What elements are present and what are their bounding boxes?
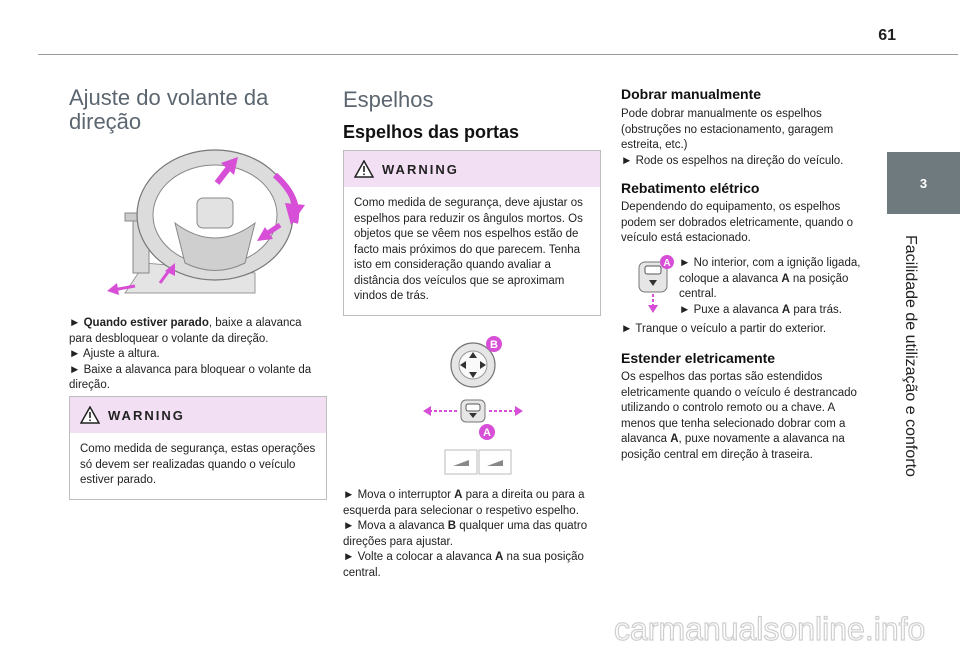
mirror-control-illustration: B A — [423, 336, 523, 475]
steering-steps: ► Quando estiver parado, baixe a alavanc… — [69, 316, 327, 394]
mirrors-title: Espelhos — [343, 87, 434, 112]
warning-header: WARNING — [70, 397, 326, 433]
header-rule — [38, 54, 958, 55]
mirrors-step-1: ► Mova o interruptor A para a direita ou… — [343, 489, 585, 517]
door-mirrors-subtitle: Espelhos das portas — [343, 122, 520, 142]
chapter-title: Facilidade de utilização e conforto — [902, 235, 919, 477]
mirrors-step-2: ► Mova a alavanca B qualquer uma das qua… — [343, 520, 588, 548]
warning-header: WARNING — [344, 151, 600, 187]
manual-fold-step: ► Rode os espelhos na direção do veículo… — [621, 154, 844, 167]
electric-fold-step-1: ► No interior, com a ignição ligada, col… — [679, 257, 861, 300]
chapter-number: 3 — [919, 175, 928, 191]
steering-step-3: ► Baixe a alavanca para bloquear o volan… — [69, 363, 312, 392]
steering-warning: WARNING Como medida de segurança, estas … — [69, 396, 327, 500]
mirrors-warning: WARNING Como medida de segurança, deve a… — [343, 150, 601, 316]
warning-label: WARNING — [108, 407, 185, 423]
warning-text: Como medida de segurança, estas operaçõe… — [80, 443, 316, 486]
electric-fold-steps: ► No interior, com a ignição ligada, col… — [679, 256, 867, 318]
svg-text:carmanualsonline.info: carmanualsonline.info — [614, 611, 925, 647]
warning-icon — [80, 406, 100, 424]
mirrors-steps: ► Mova o interruptor A para a direita ou… — [343, 488, 601, 581]
manual-fold-title: Dobrar manualmente — [621, 86, 762, 102]
warning-text: Como medida de segurança, deve ajustar o… — [354, 197, 583, 302]
label-a: A — [483, 427, 491, 439]
steering-wheel-illustration — [107, 149, 305, 295]
label-b: B — [490, 339, 498, 351]
electric-fold-text: Dependendo do equipamento, os espelhos p… — [621, 201, 854, 244]
electric-extend-title: Estender eletricamente — [621, 350, 776, 366]
label-a: A — [663, 258, 670, 269]
warning-icon — [354, 160, 374, 178]
watermark-logo: carmanualsonline.info — [613, 610, 925, 647]
steering-step-1: ► Quando estiver parado, baixe a alavanc… — [69, 317, 302, 345]
warning-label: WARNING — [382, 161, 459, 177]
manual-fold-text: Pode dobrar manualmente os espelhos (obs… — [621, 108, 834, 151]
manual-fold-body: Pode dobrar manualmente os espelhos (obs… — [621, 107, 867, 169]
electric-extend-text: Os espelhos das portas são estendidos el… — [621, 371, 857, 461]
electric-fold-step-3: ► Tranque o veículo a partir do exterior… — [621, 323, 827, 335]
steering-title: Ajuste do volante da direção — [69, 85, 269, 134]
page-number: 61 — [878, 27, 896, 44]
fold-lever-illustration: A — [638, 255, 674, 313]
electric-fold-title: Rebatimento elétrico — [621, 180, 760, 196]
steering-step-2: ► Ajuste a altura. — [69, 348, 160, 360]
chapter-tab[interactable]: 3 — [887, 152, 960, 214]
mirrors-step-3: ► Volte a colocar a alavanca A na sua po… — [343, 551, 584, 579]
electric-fold-step-2: ► Puxe a alavanca A para trás. — [679, 303, 842, 316]
